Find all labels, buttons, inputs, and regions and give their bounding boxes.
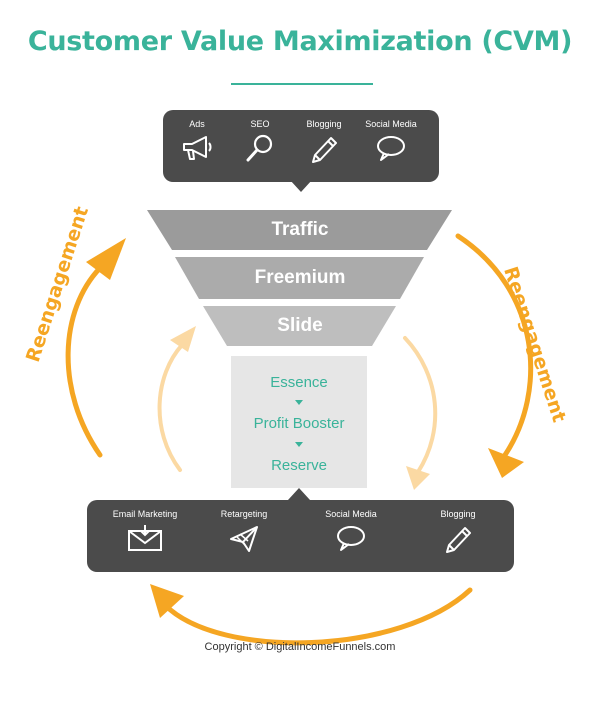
funnel-layer-freemium-shape xyxy=(175,257,424,299)
outer-right-arrow xyxy=(455,233,534,458)
top-channel-blogging: Blogging xyxy=(299,119,349,163)
core-item-profit-booster: Profit Booster xyxy=(253,415,345,432)
envelope-icon xyxy=(128,525,162,551)
outer-left-arrow xyxy=(65,265,103,458)
top-panel-pointer xyxy=(290,180,312,192)
channel-label: Email Marketing xyxy=(112,509,178,519)
page-title: Customer Value Maximization (CVM) xyxy=(27,26,573,57)
channel-label: Blogging xyxy=(306,119,342,129)
copyright-notice: Copyright © DigitalIncomeFunnels.com xyxy=(204,641,396,653)
bottom-channel-email-marketing: Email Marketing xyxy=(107,509,183,553)
funnel-layer-slide: Slide xyxy=(277,315,323,336)
inner-left-arrow xyxy=(157,343,184,472)
bottom-channel-social-media: Social Media xyxy=(319,509,383,553)
speech-bubble-icon xyxy=(337,526,365,551)
channel-label: Social Media xyxy=(325,509,377,519)
channel-label: Social Media xyxy=(365,119,417,129)
pencil-icon xyxy=(446,527,471,553)
bottom-arrowhead xyxy=(150,584,184,618)
bottom-panel-pointer xyxy=(288,488,310,500)
funnel-core-box: Essence Profit Booster Reserve xyxy=(231,356,367,488)
down-triangle-icon xyxy=(295,400,303,405)
down-triangle-icon xyxy=(295,442,303,447)
bottom-channels-panel: Email Marketing Retargeting Social Media… xyxy=(87,500,514,572)
channel-label: SEO xyxy=(250,119,270,129)
channel-label: Blogging xyxy=(440,509,476,519)
funnel-layer-freemium: Freemium xyxy=(254,267,346,288)
top-channel-ads: Ads xyxy=(175,119,219,163)
funnel-layer-traffic-shape xyxy=(147,210,452,250)
bottom-channel-blogging: Blogging xyxy=(431,509,485,553)
top-channel-social-media: Social Media xyxy=(359,119,423,163)
funnel-layer-traffic: Traffic xyxy=(271,219,329,240)
funnel-layer-slide-shape xyxy=(203,306,396,346)
bottom-arrow xyxy=(162,587,473,646)
channel-label: Retargeting xyxy=(220,509,268,519)
magnifier-icon xyxy=(246,134,273,162)
megaphone-icon xyxy=(183,136,212,160)
inner-right-arrowhead xyxy=(406,466,430,490)
title-underline xyxy=(231,83,373,85)
top-channels-panel: Ads SEO Blogging Social Media xyxy=(163,110,439,182)
pencil-icon xyxy=(312,137,337,163)
speech-bubble-icon xyxy=(377,136,405,161)
bottom-channel-retargeting: Retargeting xyxy=(212,509,276,553)
inner-left-arrowhead xyxy=(170,326,196,352)
paper-plane-icon xyxy=(230,526,258,552)
channel-label: Ads xyxy=(189,119,205,129)
core-item-reserve: Reserve xyxy=(271,457,327,474)
core-item-essence: Essence xyxy=(270,374,328,391)
top-channel-seo: SEO xyxy=(238,119,282,163)
outer-left-arrowhead xyxy=(86,238,126,280)
inner-right-arrow xyxy=(403,336,438,474)
outer-right-arrowhead xyxy=(488,448,524,478)
